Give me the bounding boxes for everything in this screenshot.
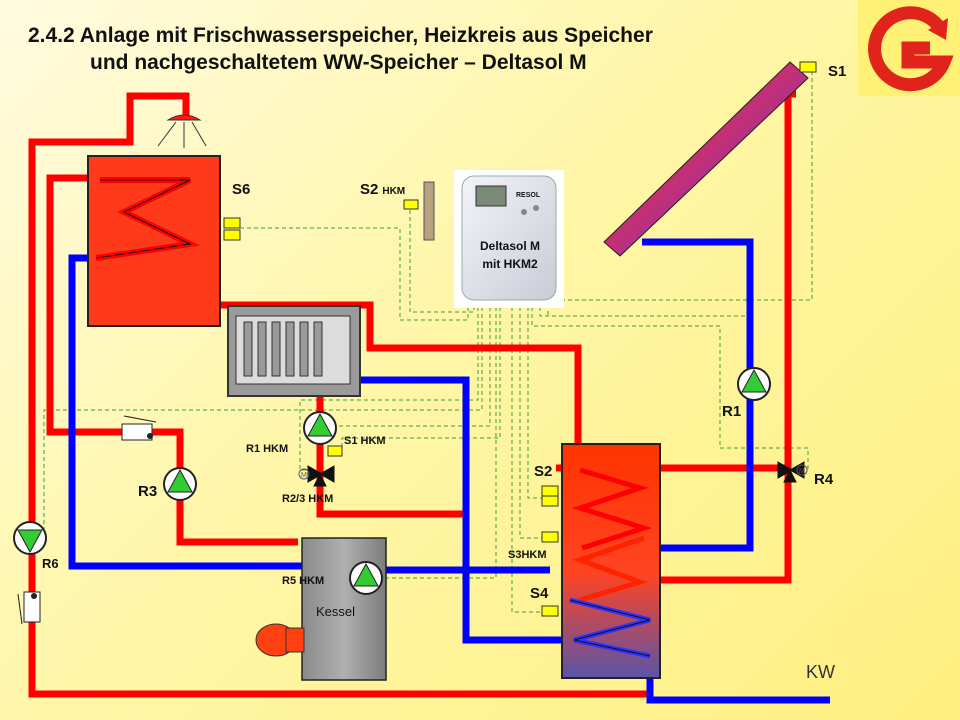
g-logo-icon	[858, 0, 960, 96]
outdoor-sensor	[403, 181, 435, 241]
sensor-s3hkm	[541, 531, 559, 543]
label-m-right: M	[799, 468, 805, 475]
boiler-kessel	[255, 537, 387, 681]
label-s4: S4	[530, 585, 549, 602]
sensor-s6b	[223, 229, 241, 241]
pump-icon	[13, 367, 771, 595]
label-r3: R3	[138, 483, 157, 500]
signal-lines	[43, 65, 813, 613]
label-s6: S6	[232, 181, 250, 198]
controller-label-line2: mit HKM2	[482, 257, 538, 271]
label-r1: R1	[722, 403, 741, 420]
sensor-s1hkm	[327, 445, 343, 457]
title-line2: und nachgeschaltetem WW-Speicher – Delta…	[90, 51, 587, 74]
controller-brand: RESOL	[516, 192, 541, 199]
check-valves	[17, 415, 157, 625]
label-kessel: Kessel	[316, 604, 355, 619]
mixing-valve-icon	[298, 461, 808, 487]
page-title: 2.4.2 Anlage mit Frischwasserspeicher, H…	[28, 22, 653, 76]
controller-deltasol: RESOL Deltasol M mit HKM2	[454, 170, 564, 308]
label-m-left: M	[301, 472, 307, 479]
sensor-s2a	[541, 485, 559, 497]
label-s1: S1	[828, 63, 846, 80]
label-s3hkm: S3HKM	[508, 549, 547, 561]
controller-label-line1: Deltasol M	[480, 239, 540, 253]
heating-storage-tank	[561, 443, 661, 679]
label-r6: R6	[42, 556, 59, 571]
solar-collector	[603, 61, 809, 257]
sensor-s4	[541, 605, 559, 617]
sensors	[223, 61, 817, 617]
shower-icon	[157, 114, 207, 148]
radiator	[227, 305, 361, 397]
label-r4: R4	[814, 471, 834, 488]
label-r5-hkm: R5 HKM	[282, 575, 324, 587]
label-kw: KW	[806, 662, 835, 682]
title-line1: 2.4.2 Anlage mit Frischwasserspeicher, H…	[28, 24, 653, 47]
sensor-s1	[799, 61, 817, 73]
label-r23-hkm: R2/3 HKM	[282, 493, 333, 505]
label-s1-hkm: S1 HKM	[344, 435, 386, 447]
fresh-water-tank	[87, 155, 221, 327]
sensor-s2b	[541, 495, 559, 507]
label-s2: S2	[534, 463, 552, 480]
label-r1-hkm: R1 HKM	[246, 443, 288, 455]
sensor-s6a	[223, 217, 241, 229]
